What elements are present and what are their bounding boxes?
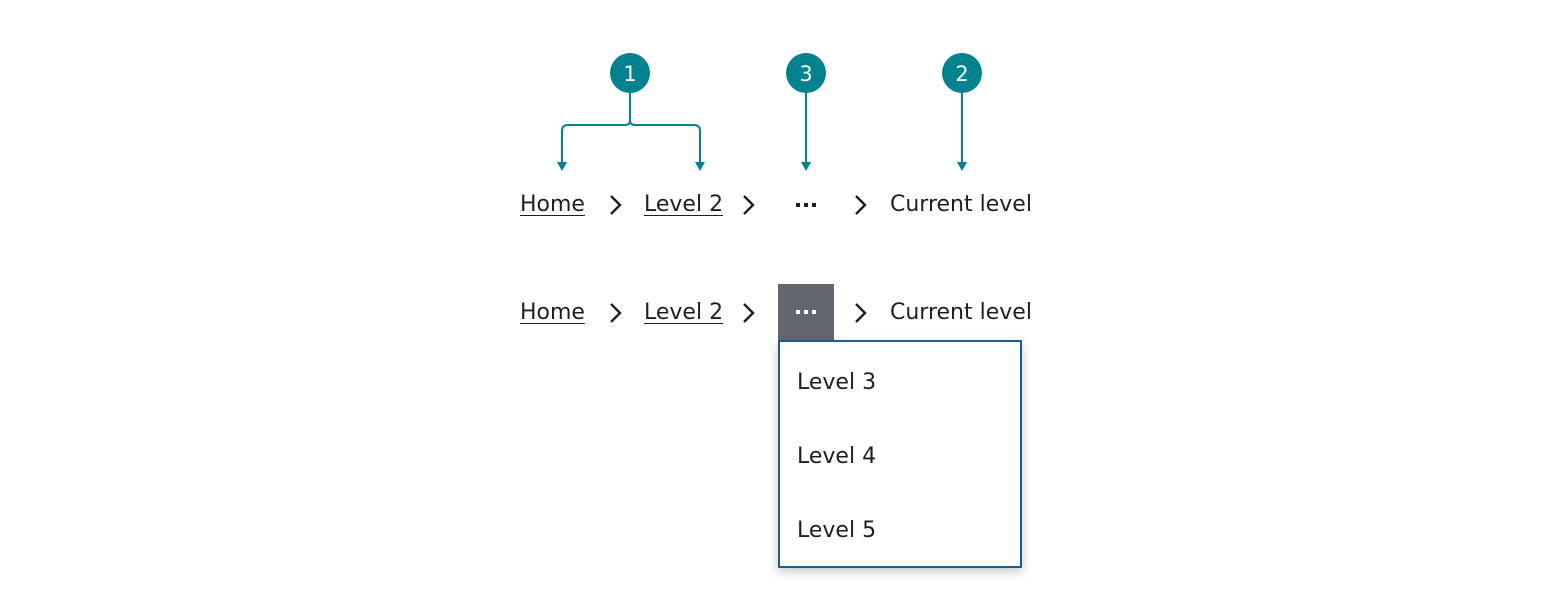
breadcrumb-overflow-button[interactable] [778,177,834,233]
chevron-right-icon [855,195,867,215]
callout-1-arrow-left [557,162,567,171]
breadcrumb-link-home[interactable]: Home [520,192,585,217]
breadcrumb-link-home[interactable]: Home [520,300,585,325]
overflow-menu-item-level-5[interactable]: Level 5 [797,518,877,543]
chevron-right-icon [610,303,622,323]
breadcrumb-current-level: Current level [890,300,1032,325]
breadcrumb-current-level: Current level [890,192,1032,217]
callout-3-badge [786,53,826,93]
callout-2-arrow [957,162,967,171]
breadcrumb-link-level-2[interactable]: Level 2 [644,300,724,325]
breadcrumb-expanded: Home Level 2 Current level [0,284,1560,341]
callout-2-badge [942,53,982,93]
callout-3-arrow [801,162,811,171]
callout-1-number: 1 [623,62,636,86]
breadcrumb-link-level-2[interactable]: Level 2 [644,192,724,217]
breadcrumb-overflow-button-active[interactable] [778,284,834,340]
ellipsis-icon [796,203,816,207]
callout-1: 1 [557,53,705,171]
callout-1-badge [610,53,650,93]
callout-3-number: 3 [799,62,812,86]
chevron-right-icon [855,303,867,323]
callout-3: 3 [786,53,826,171]
chevron-right-icon [743,195,755,215]
overflow-menu-item-level-3[interactable]: Level 3 [797,370,877,395]
callout-2-number: 2 [955,62,968,86]
ellipsis-icon [796,310,816,314]
overflow-menu: Level 3 Level 4 Level 5 [778,340,1022,568]
callout-1-bracket [561,92,701,162]
overflow-menu-item-level-4[interactable]: Level 4 [797,444,877,469]
callout-1-arrow-right [695,162,705,171]
chevron-right-icon [610,195,622,215]
breadcrumb-collapsed: Home Level 2 Current level [0,177,1560,233]
callout-2: 2 [942,53,982,171]
chevron-right-icon [743,303,755,323]
